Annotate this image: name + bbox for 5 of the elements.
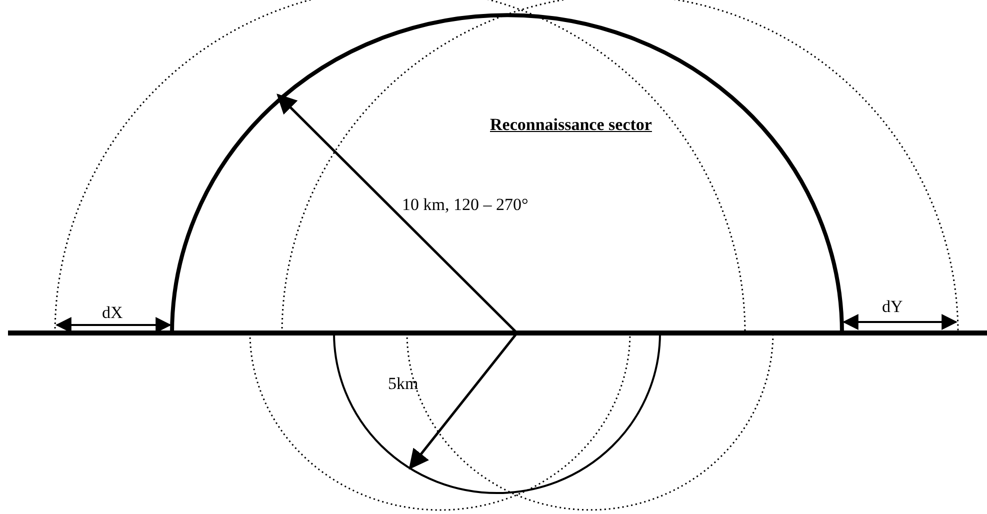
dimension-label: dY (882, 298, 903, 317)
range-label: 10 km, 120 – 270° (402, 196, 528, 215)
sector-title: Reconnaissance sector (490, 116, 652, 135)
dimension-label: dX (102, 304, 123, 323)
range-label: 5km (388, 375, 418, 394)
